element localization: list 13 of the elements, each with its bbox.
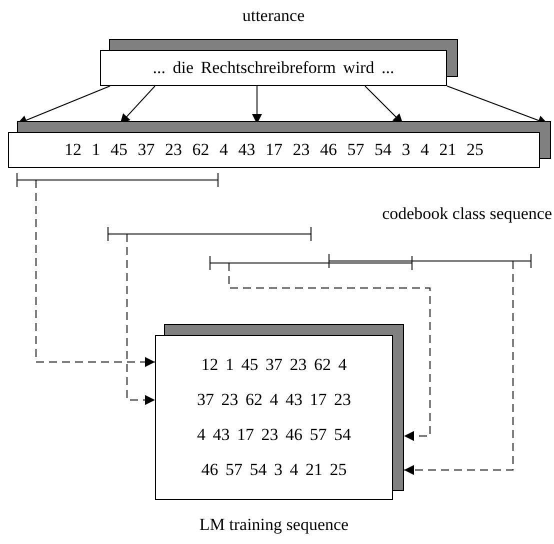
node-label: codebook class sequence — [382, 204, 552, 223]
arrow — [36, 180, 156, 367]
arrow — [228, 262, 430, 441]
sequence-text: ... die Rechtschreibreform wird ... — [152, 58, 394, 78]
sequence-text: 46 57 54 3 4 21 25 — [201, 460, 347, 480]
sequence-text: 12 1 45 37 23 62 4 — [201, 355, 347, 376]
sequence-text: 4 43 17 23 46 57 54 — [197, 424, 351, 445]
node-label: utterance — [242, 6, 305, 25]
sequence-text: 37 23 62 4 43 17 23 — [197, 390, 351, 410]
sequence-text: 12 1 45 37 23 62 4 43 17 23 46 57 54 3 4 21 25 — [64, 140, 484, 160]
arrow — [404, 260, 514, 475]
arrow — [126, 234, 156, 405]
node-label: LM training sequence — [199, 515, 349, 534]
